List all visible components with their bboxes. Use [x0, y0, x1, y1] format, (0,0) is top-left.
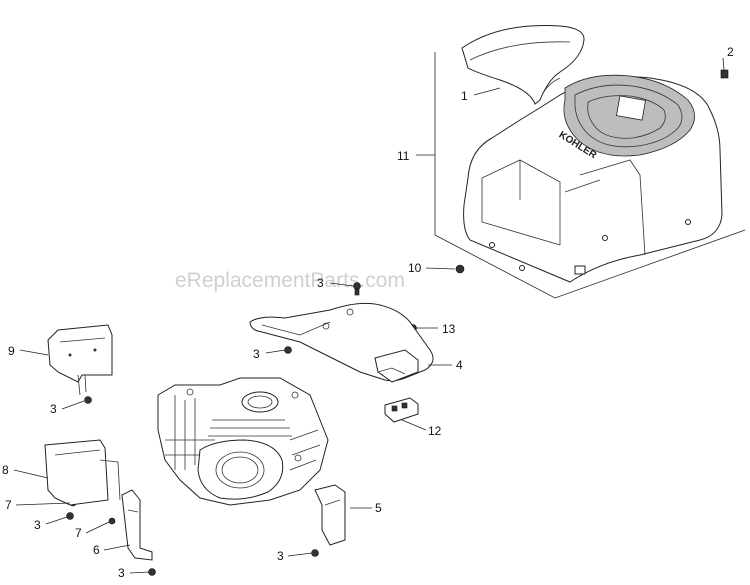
callout-7-a: 7	[5, 498, 12, 512]
callout-7-b: 7	[75, 526, 82, 540]
screw-2	[720, 69, 729, 79]
callout-3-mid: 3	[253, 347, 260, 361]
callout-3-right: 3	[277, 549, 284, 563]
screw-3-lower	[66, 512, 74, 520]
callout-12: 12	[428, 424, 442, 438]
blower-housing: KOHLER	[463, 74, 723, 283]
callout-13: 13	[442, 322, 456, 336]
air-baffle	[249, 302, 434, 383]
callout-6: 6	[93, 543, 100, 557]
screw-7-b	[108, 517, 116, 525]
screw-3-right	[311, 549, 319, 557]
screw-3-bottom	[148, 568, 156, 576]
switch-12	[384, 397, 419, 423]
callout-8: 8	[2, 463, 9, 477]
screw-10	[455, 264, 465, 274]
callout-3-left: 3	[50, 402, 57, 416]
callout-2: 2	[727, 45, 734, 59]
bracket-6	[121, 489, 153, 561]
air-intake-cover	[461, 25, 585, 105]
screw-3-top	[353, 282, 361, 296]
callout-5: 5	[375, 501, 382, 515]
callout-3-lower: 3	[34, 518, 41, 532]
watermark: eReplacementParts.com	[175, 269, 405, 292]
screw-3-mid	[284, 346, 292, 354]
engine-block	[157, 377, 329, 506]
bracket-5	[314, 484, 346, 546]
callout-3-top: 3	[317, 276, 324, 290]
callout-4: 4	[456, 358, 463, 372]
shroud-8	[44, 439, 121, 506]
callout-3-bottom: 3	[118, 566, 125, 580]
group-bracket	[434, 52, 746, 299]
callout-11: 11	[397, 149, 410, 163]
callout-10: 10	[408, 261, 422, 275]
callout-1: 1	[461, 89, 468, 103]
shroud-9	[47, 324, 113, 396]
callout-9: 9	[8, 344, 15, 358]
leader-lines	[13, 57, 725, 574]
screw-3-left	[84, 396, 92, 404]
